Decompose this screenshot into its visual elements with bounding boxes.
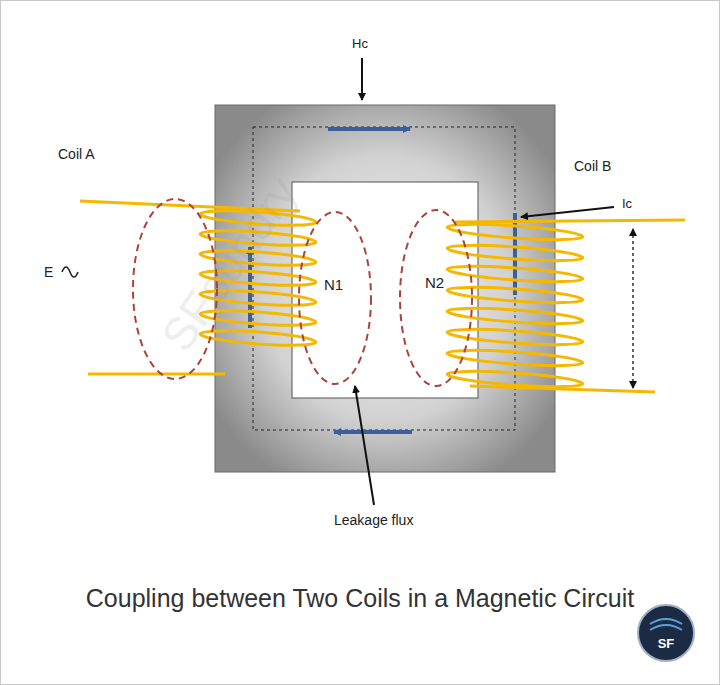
dimension-arrow xyxy=(632,229,633,388)
turns-label: N1 xyxy=(324,276,343,294)
leader-line xyxy=(355,386,374,505)
ac-source-symbol xyxy=(62,267,78,277)
coil-label: Coil A xyxy=(58,146,95,163)
logo-book xyxy=(650,619,682,630)
leader-line xyxy=(521,207,614,217)
current-label: Ic xyxy=(622,196,632,212)
turns-label: N2 xyxy=(425,274,444,292)
leader-line xyxy=(361,58,363,100)
coil-label: Coil B xyxy=(574,158,611,175)
coil-b-windings xyxy=(447,220,685,392)
logo-badge xyxy=(638,605,694,661)
mean-path xyxy=(253,127,515,430)
figure-caption: Coupling between Two Coils in a Magnetic… xyxy=(60,580,660,616)
logo-text: SF xyxy=(658,636,675,652)
leader-label: Leakage flux xyxy=(334,512,413,529)
field-label: Hc xyxy=(352,36,368,52)
source-label: E xyxy=(44,264,53,281)
